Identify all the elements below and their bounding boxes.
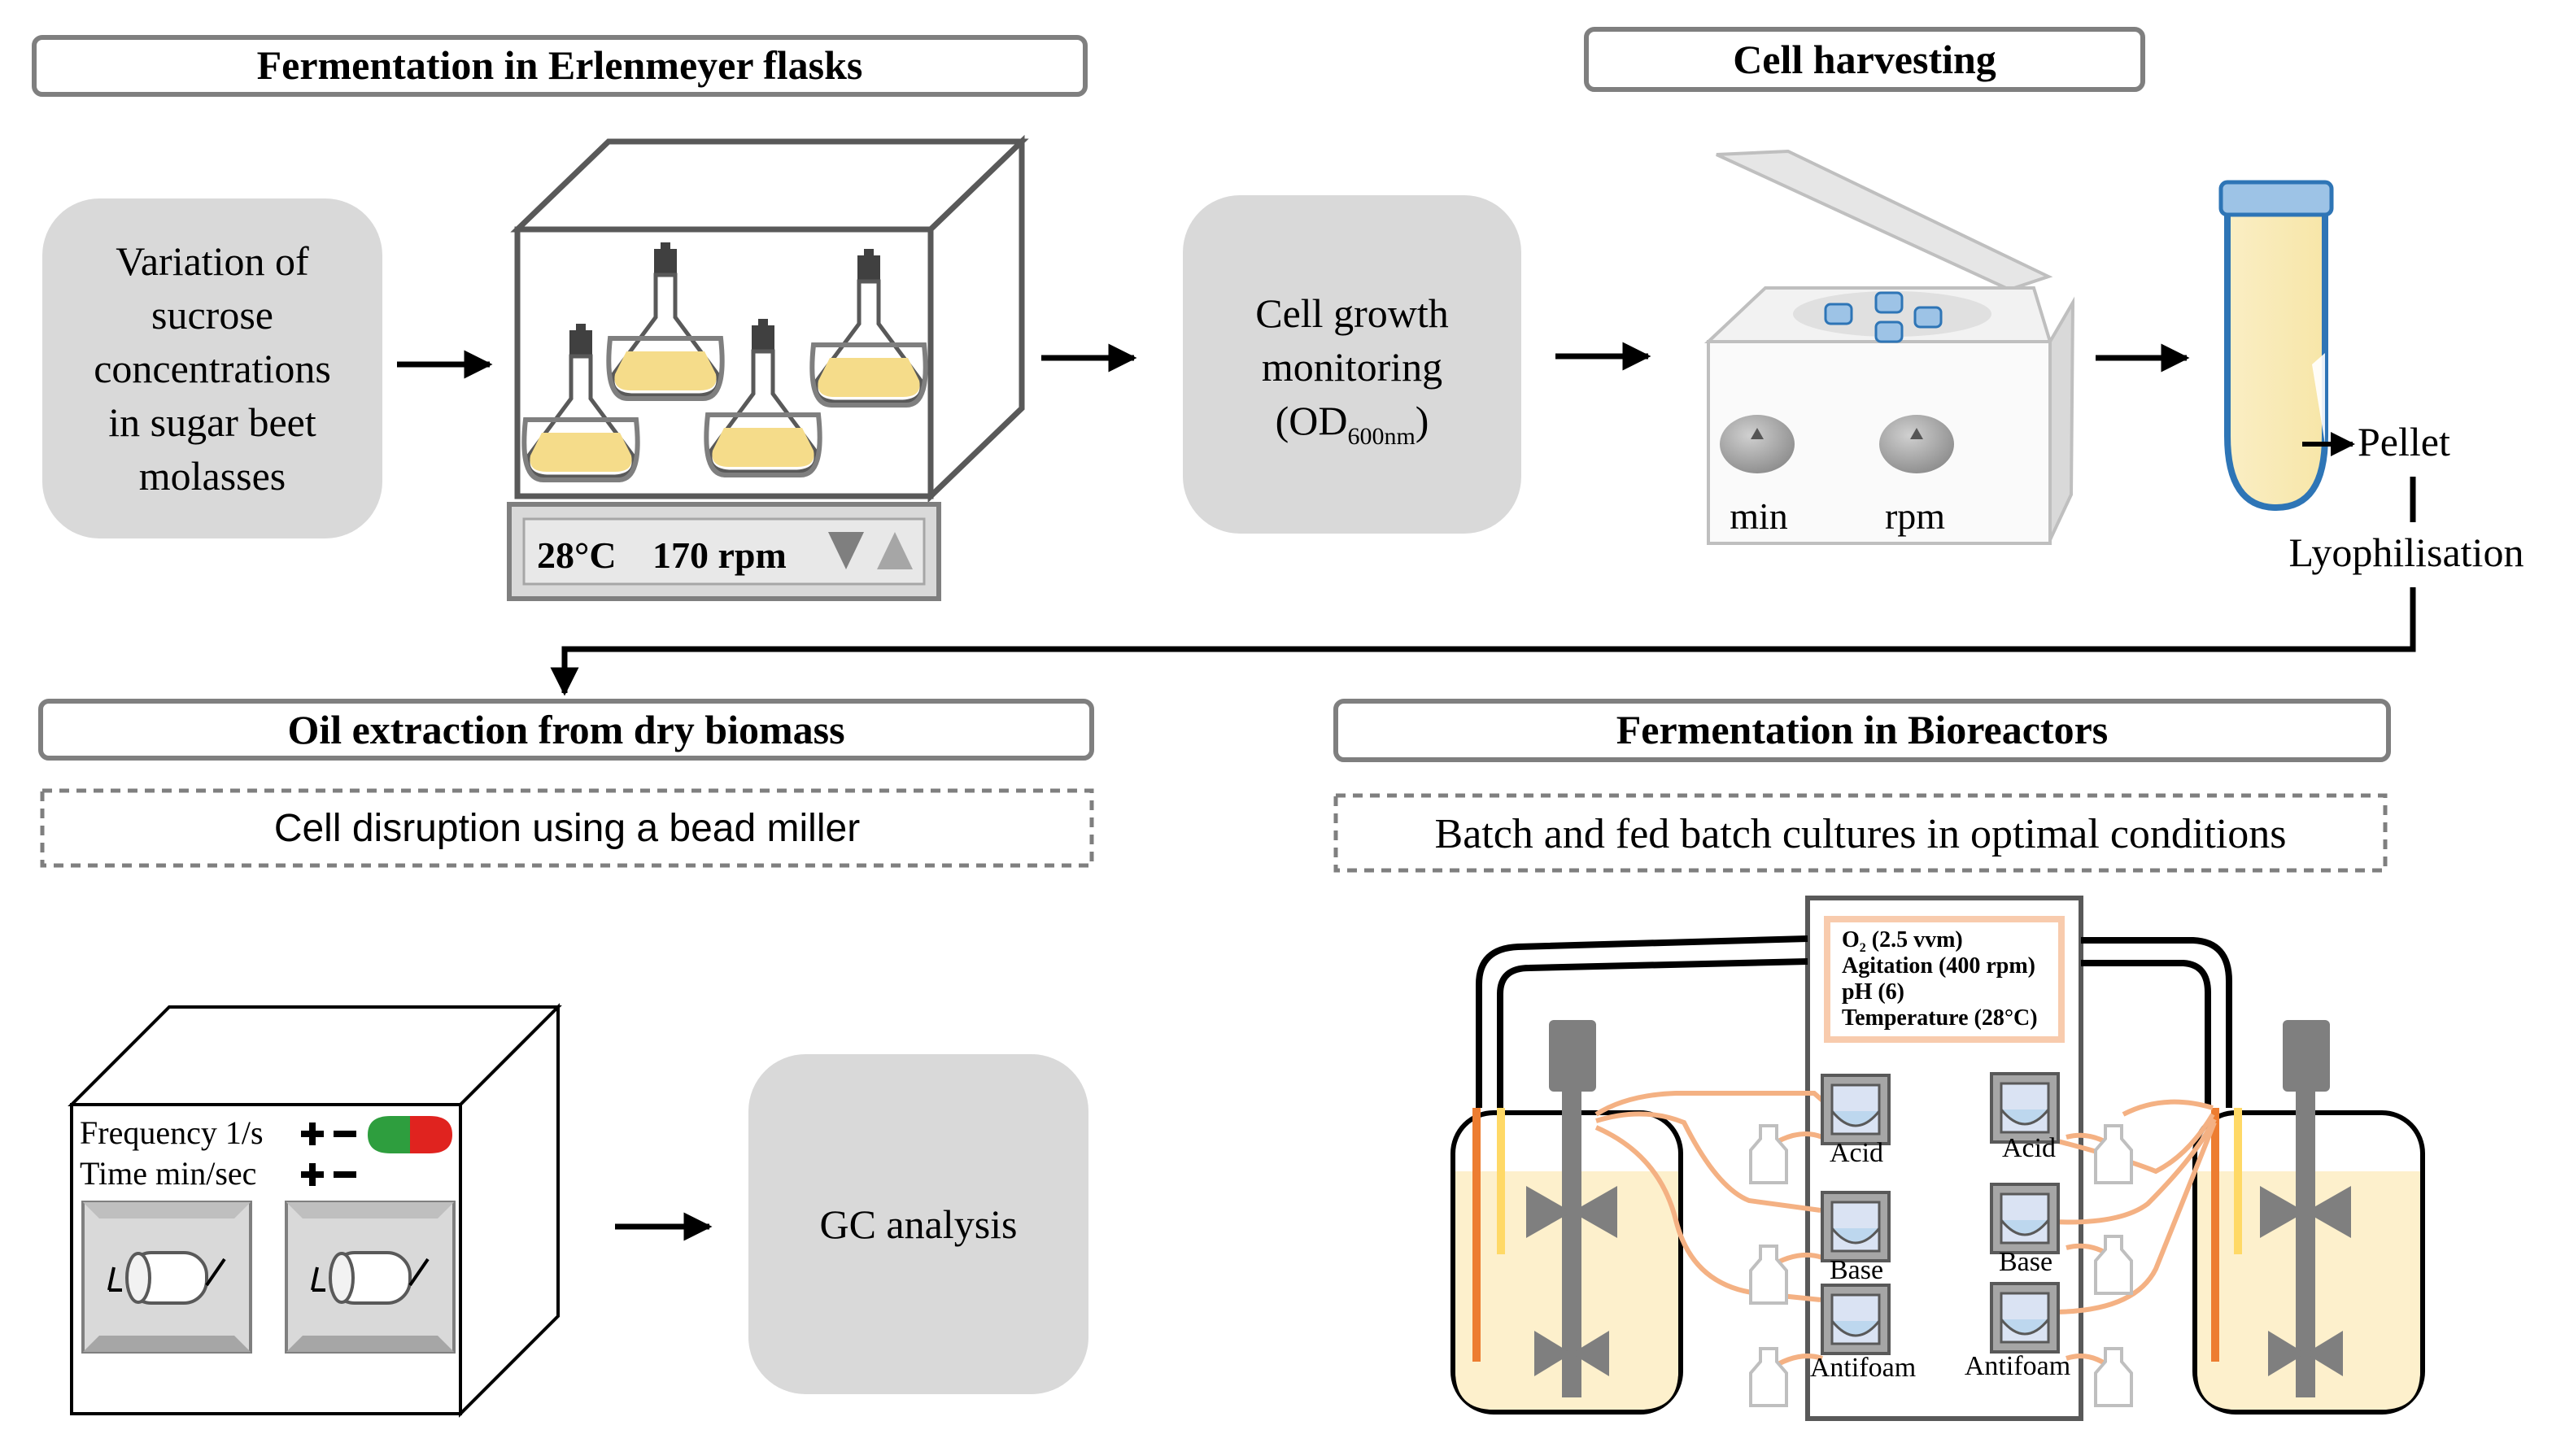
time-plus-icon[interactable] <box>301 1163 324 1186</box>
o2-symbol: O <box>1842 927 1860 953</box>
time-minus-icon[interactable] <box>334 1171 356 1178</box>
pump-base-left: Base <box>1821 1191 1891 1285</box>
pump-antifoam-left: Antifoam <box>1810 1284 1916 1383</box>
bottle-icon <box>2094 1124 2133 1184</box>
pump-label-acid-right: Acid <box>2002 1133 2056 1163</box>
arrow-lyo-to-extraction <box>550 587 2416 696</box>
pump-tubing <box>1594 1091 2217 1372</box>
pump-label-base-right: Base <box>1999 1247 2052 1277</box>
setting-agitation: Agitation (400 rpm) <box>1842 953 2035 979</box>
bottle-icon <box>1749 1347 1788 1407</box>
pump-acid-left: Acid <box>1821 1074 1891 1168</box>
shaker-rpm: 170 rpm <box>652 534 787 576</box>
pump-acid-right: Acid <box>1990 1072 2060 1163</box>
frequency-minus-icon[interactable] <box>334 1131 356 1137</box>
bioreactor-vessel-left <box>1450 1020 1683 1415</box>
bottle-icon <box>2094 1235 2133 1295</box>
pump-base-right: Base <box>1990 1183 2060 1277</box>
growth-od: (OD600nm) <box>1276 398 1429 450</box>
pump-label-antifoam-right: Antifoam <box>1965 1351 2070 1381</box>
bioreactor-setup: O2 (2.5 vvm) Agitation (400 rpm) pH (6) … <box>1450 896 2425 1421</box>
min-label: min <box>1730 495 1788 537</box>
rpm-knob[interactable] <box>1879 415 1954 473</box>
section-title-erlenmeyer: Fermentation in Erlenmeyer flasks <box>257 42 863 88</box>
shaker-temperature: 28°C <box>537 534 617 576</box>
flask-icon <box>606 242 725 401</box>
sucrose-line-3: concentrations <box>94 346 331 391</box>
od-close: ) <box>1416 398 1429 443</box>
section-erlenmeyer: Fermentation in Erlenmeyer flasks <box>32 35 1088 97</box>
bioreactor-subtitle-box: Batch and fed batch cultures in optimal … <box>1333 793 2388 873</box>
start-button[interactable] <box>368 1116 410 1153</box>
growth-line-2: monitoring <box>1262 344 1442 390</box>
flask-icon <box>704 319 822 477</box>
centrifuge-tubes <box>1824 291 1943 343</box>
settings-panel <box>1824 916 2065 1043</box>
centrifuge: min rpm <box>1703 149 2075 545</box>
falcon-tube <box>2218 180 2334 512</box>
pump-label-antifoam-left: Antifoam <box>1810 1353 1916 1383</box>
extraction-subtitle-box: Cell disruption using a bead miller <box>40 788 1094 868</box>
shaker-incubator: 28°C 170 rpm <box>507 134 1029 601</box>
pellet-label: Pellet <box>2358 419 2450 464</box>
section-extraction: Oil extraction from dry biomass <box>38 699 1094 761</box>
gc-analysis-label: GC analysis <box>819 1201 1017 1247</box>
lyophilisation-label: Lyophilisation <box>2289 530 2524 575</box>
gc-analysis-box: GC analysis <box>748 1054 1088 1394</box>
section-title-extraction: Oil extraction from dry biomass <box>287 707 844 752</box>
up-arrow-icon[interactable] <box>877 532 913 569</box>
grinding-chamber-right <box>285 1201 456 1354</box>
o2-subscript: 2 <box>1860 941 1866 955</box>
setting-o2: O2 (2.5 vvm) <box>1842 927 1963 955</box>
od-subscript: 600nm <box>1347 423 1415 450</box>
o2-value: (2.5 vvm) <box>1866 927 1963 953</box>
sucrose-line-1: Variation of <box>116 238 309 284</box>
grinding-chamber-left <box>81 1201 252 1354</box>
bottle-icon <box>1749 1245 1788 1305</box>
pump-label-acid-left: Acid <box>1830 1138 1883 1168</box>
flask-icon <box>809 249 928 408</box>
bottle-icon <box>1749 1124 1788 1184</box>
sucrose-variation-box: Variation of sucrose concentrations in s… <box>42 198 382 538</box>
od-open: (OD <box>1276 398 1348 443</box>
pump-label-base-left: Base <box>1830 1255 1883 1285</box>
bottle-icon <box>2094 1347 2133 1407</box>
extraction-subtitle: Cell disruption using a bead miller <box>274 807 860 850</box>
reservoir-bottles <box>1749 1124 2133 1407</box>
time-label: Time min/sec <box>80 1155 256 1192</box>
sucrose-line-5: molasses <box>139 453 286 499</box>
sucrose-line-2: sucrose <box>151 292 273 338</box>
setting-ph: pH (6) <box>1842 979 1904 1005</box>
cell-growth-box: Cell growth monitoring (OD600nm) <box>1183 195 1521 534</box>
bioreactor-vessel-right <box>2192 1020 2425 1415</box>
down-arrow-icon[interactable] <box>828 532 864 569</box>
rpm-label: rpm <box>1885 495 1945 537</box>
stop-button[interactable] <box>410 1116 452 1153</box>
frequency-plus-icon[interactable] <box>301 1123 324 1145</box>
shaker-control-panel: 28°C 170 rpm <box>507 502 941 601</box>
setting-temperature: Temperature (28°C) <box>1842 1005 2038 1031</box>
section-bioreactors: Fermentation in Bioreactors <box>1333 699 2391 762</box>
section-harvesting: Cell harvesting <box>1584 27 2145 92</box>
bioreactor-subtitle: Batch and fed batch cultures in optimal … <box>1435 811 2287 857</box>
section-title-harvesting: Cell harvesting <box>1733 37 1996 82</box>
growth-line-1: Cell growth <box>1255 290 1448 336</box>
sucrose-line-4: in sugar beet <box>108 399 316 445</box>
pump-antifoam-right: Antifoam <box>1965 1282 2070 1381</box>
min-knob[interactable] <box>1720 415 1795 473</box>
bead-mill: Frequency 1/s Time min/sec <box>68 1003 562 1418</box>
frequency-label: Frequency 1/s <box>80 1114 264 1151</box>
flask-icon <box>521 324 640 482</box>
section-title-bioreactors: Fermentation in Bioreactors <box>1616 707 2109 752</box>
